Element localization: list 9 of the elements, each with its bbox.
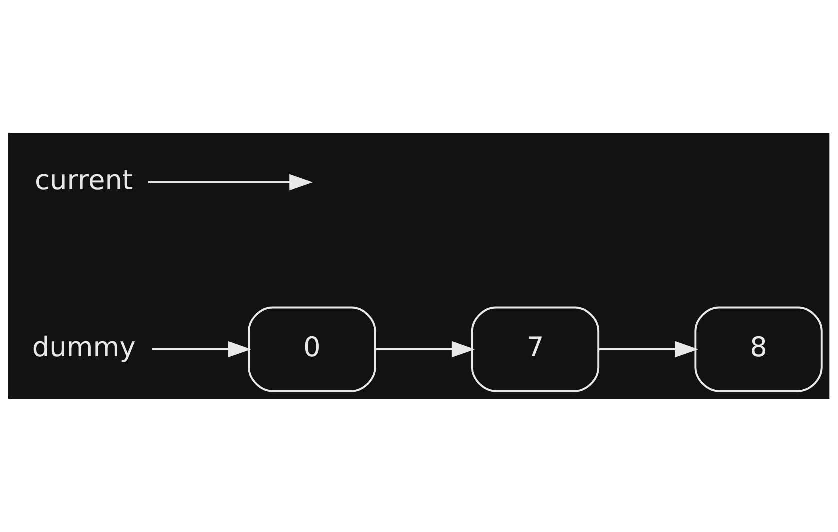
arrow xyxy=(148,174,313,191)
node-box: 7 xyxy=(471,306,600,392)
node-text: dummy xyxy=(32,332,136,364)
arrow xyxy=(376,341,476,358)
node-box: 8 xyxy=(694,306,823,392)
node-box: 0 xyxy=(248,306,376,392)
arrow xyxy=(599,341,699,358)
arrow xyxy=(152,341,252,358)
node-text: current xyxy=(35,166,134,197)
